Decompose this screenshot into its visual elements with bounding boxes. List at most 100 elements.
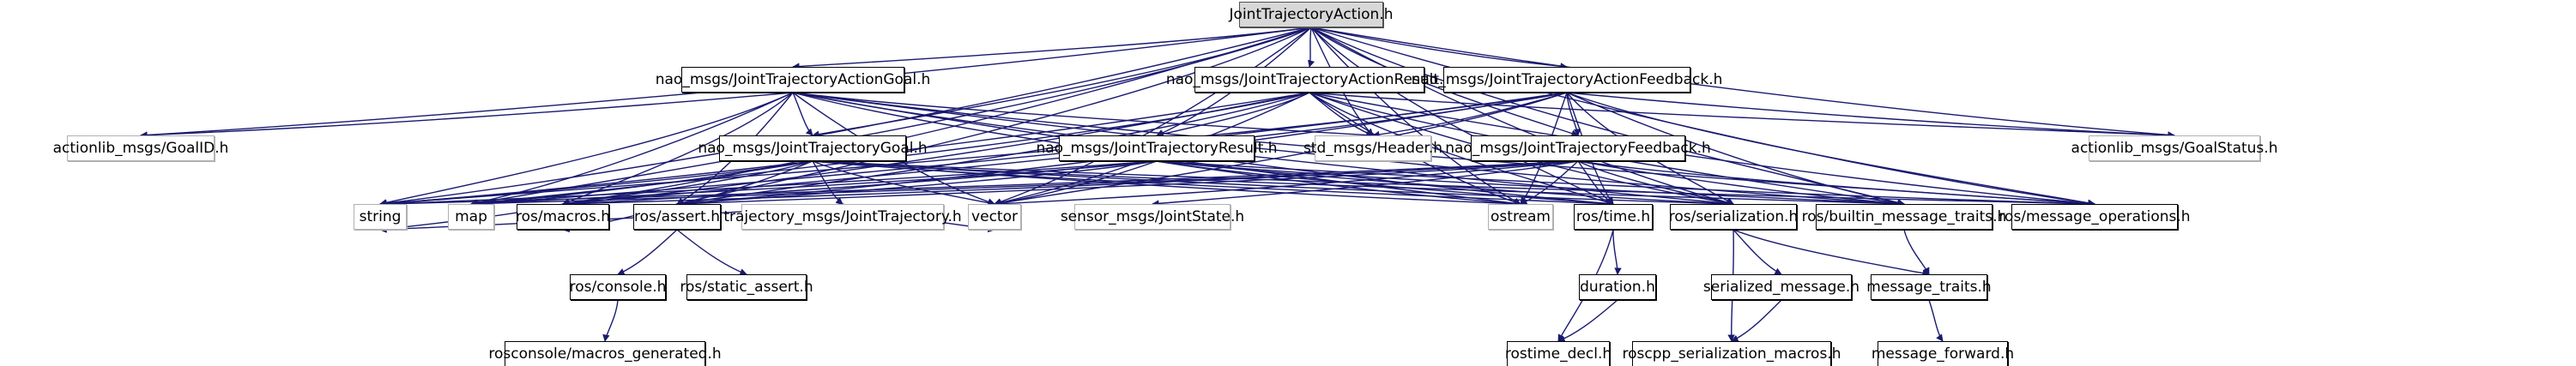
- graph-edge: [1310, 27, 1568, 70]
- graph-edge: [1310, 27, 2095, 207]
- graph-edge: [676, 160, 1579, 207]
- graph-edge: [470, 160, 1579, 207]
- graph-node-label: nao_msgs/JointTrajectoryFeedback.h: [1445, 140, 1711, 157]
- graph-edge: [676, 160, 813, 207]
- graph-edge: [812, 160, 1905, 207]
- graph-node-label: rostime_decl.h: [1504, 345, 1612, 363]
- graph-node-label: ros/serialization.h: [1668, 208, 1799, 225]
- graph-edge: [470, 160, 813, 207]
- graph-node-label: map: [455, 208, 487, 225]
- graph-edge: [562, 160, 1158, 207]
- graph-node-messagetraits[interactable]: message_traits.h: [1866, 274, 1992, 300]
- graph-edge: [617, 229, 678, 275]
- graph-node-label: duration.h: [1580, 279, 1655, 296]
- graph-node-result[interactable]: nao_msgs/JointTrajectoryResult.h: [1036, 135, 1278, 161]
- graph-edge: [470, 27, 1312, 207]
- graph-node-label: ros/message_operations.h: [1999, 208, 2191, 225]
- graph-edge: [1731, 299, 1782, 342]
- graph-node-serializedmsg[interactable]: serialized_message.h: [1703, 274, 1859, 300]
- graph-edge: [1156, 160, 2095, 207]
- graph-node-staticassert[interactable]: ros/static_assert.h: [680, 274, 813, 300]
- graph-edge: [602, 299, 619, 342]
- graph-edge: [562, 160, 813, 207]
- graph-edge: [812, 160, 1734, 207]
- graph-edge: [1156, 160, 1905, 207]
- graph-edge: [1732, 229, 1930, 277]
- graph-edge: [1566, 92, 2175, 139]
- graph-node-macrosgenerated[interactable]: rosconsole/macros_generated.h: [488, 341, 722, 366]
- graph-edge: [1152, 160, 1579, 207]
- graph-edge: [676, 27, 1312, 207]
- graph-node-msgoperations[interactable]: ros/message_operations.h: [1999, 204, 2191, 230]
- graph-node-duration[interactable]: duration.h: [1579, 274, 1656, 300]
- graph-edge: [1309, 92, 1374, 137]
- graph-edge: [1310, 27, 1734, 207]
- graph-node-label: serialized_message.h: [1702, 279, 1860, 296]
- graph-node-string[interactable]: string: [354, 204, 407, 230]
- graph-edge: [1156, 160, 1521, 207]
- graph-node-actfeedback[interactable]: nao_msgs/JointTrajectoryActionFeedback.h: [1412, 67, 1722, 93]
- graph-node-label: message_forward.h: [1871, 345, 2015, 363]
- graph-edge: [1903, 229, 1930, 275]
- graph-node-label: message_traits.h: [1866, 279, 1992, 296]
- graph-edge: [1156, 160, 1614, 207]
- graph-edge: [1520, 160, 1579, 205]
- graph-edge: [676, 229, 747, 276]
- graph-edge: [812, 160, 844, 205]
- graph-node-header[interactable]: std_msgs/Header.h: [1303, 135, 1442, 161]
- graph-edge: [1577, 160, 1905, 207]
- graph-edge: [379, 160, 1158, 207]
- graph-edge: [676, 160, 1158, 207]
- graph-edge: [1612, 229, 1622, 275]
- graph-node-label: ros/builtin_message_traits.h: [1801, 208, 2007, 225]
- graph-node-label: nao_msgs/JointTrajectoryGoal.h: [698, 140, 928, 157]
- graph-node-assert[interactable]: ros/assert.h: [633, 204, 721, 230]
- graph-node-label: actionlib_msgs/GoalID.h: [52, 140, 229, 157]
- graph-node-label: ros/time.h: [1575, 208, 1651, 225]
- graph-node-feedback[interactable]: nao_msgs/JointTrajectoryFeedback.h: [1445, 135, 1711, 161]
- graph-node-serialization[interactable]: ros/serialization.h: [1669, 204, 1798, 230]
- graph-edge: [994, 160, 1158, 207]
- graph-node-label: vector: [971, 208, 1018, 225]
- graph-edge: [562, 160, 1579, 207]
- graph-node-root[interactable]: JointTrajectoryAction.h: [1230, 2, 1393, 27]
- graph-node-vector[interactable]: vector: [968, 204, 1021, 230]
- graph-edge: [1156, 92, 1310, 138]
- graph-node-rostimedecl[interactable]: rostime_decl.h: [1505, 341, 1612, 366]
- graph-node-goalstatus[interactable]: actionlib_msgs/GoalStatus.h: [2071, 135, 2277, 161]
- graph-edge: [379, 160, 1579, 208]
- graph-node-label: trajectory_msgs/JointTrajectory.h: [723, 208, 962, 225]
- graph-node-messageforward[interactable]: message_forward.h: [1872, 341, 2014, 366]
- graph-edge: [1310, 27, 1614, 205]
- graph-edge: [562, 27, 1312, 207]
- graph-node-map[interactable]: map: [448, 204, 494, 230]
- graph-edge: [140, 92, 794, 139]
- graph-edge: [1310, 27, 1905, 207]
- graph-node-jointstate[interactable]: sensor_msgs/JointState.h: [1061, 204, 1244, 230]
- graph-node-label: nao_msgs/JointTrajectoryResult.h: [1036, 140, 1278, 157]
- graph-node-trajmsgs[interactable]: trajectory_msgs/JointTrajectory.h: [723, 204, 962, 230]
- graph-edge: [792, 92, 1374, 139]
- graph-node-roscppserial[interactable]: roscpp_serialization_macros.h: [1623, 341, 1841, 366]
- graph-node-macros[interactable]: ros/macros.h: [516, 204, 610, 230]
- graph-node-actresult[interactable]: nao_msgs/JointTrajectoryActionResult.h: [1166, 67, 1453, 93]
- graph-node-label: sensor_msgs/JointState.h: [1060, 208, 1245, 225]
- graph-edge: [1577, 160, 1734, 207]
- graph-node-goal[interactable]: nao_msgs/JointTrajectoryGoal.h: [698, 135, 928, 161]
- graph-edge: [1557, 299, 1618, 343]
- graph-edge: [1156, 160, 1734, 207]
- graph-node-time[interactable]: ros/time.h: [1574, 204, 1653, 230]
- graph-node-label: nao_msgs/JointTrajectoryActionGoal.h: [655, 71, 931, 88]
- graph-node-label: rosconsole/macros_generated.h: [488, 345, 722, 363]
- graph-edge: [812, 160, 1521, 207]
- graph-node-goalid[interactable]: actionlib_msgs/GoalID.h: [53, 135, 228, 161]
- graph-edge: [812, 160, 995, 207]
- graph-edge: [812, 160, 2095, 208]
- graph-node-ostream[interactable]: ostream: [1488, 204, 1553, 230]
- graph-edge: [1732, 229, 1782, 275]
- graph-node-actgoal[interactable]: nao_msgs/JointTrajectoryActionGoal.h: [656, 67, 930, 93]
- graph-edge: [1566, 92, 1581, 136]
- graph-node-builtintraits[interactable]: ros/builtin_message_traits.h: [1802, 204, 2006, 230]
- graph-edge: [994, 160, 1579, 207]
- graph-node-console[interactable]: ros/console.h: [570, 274, 666, 300]
